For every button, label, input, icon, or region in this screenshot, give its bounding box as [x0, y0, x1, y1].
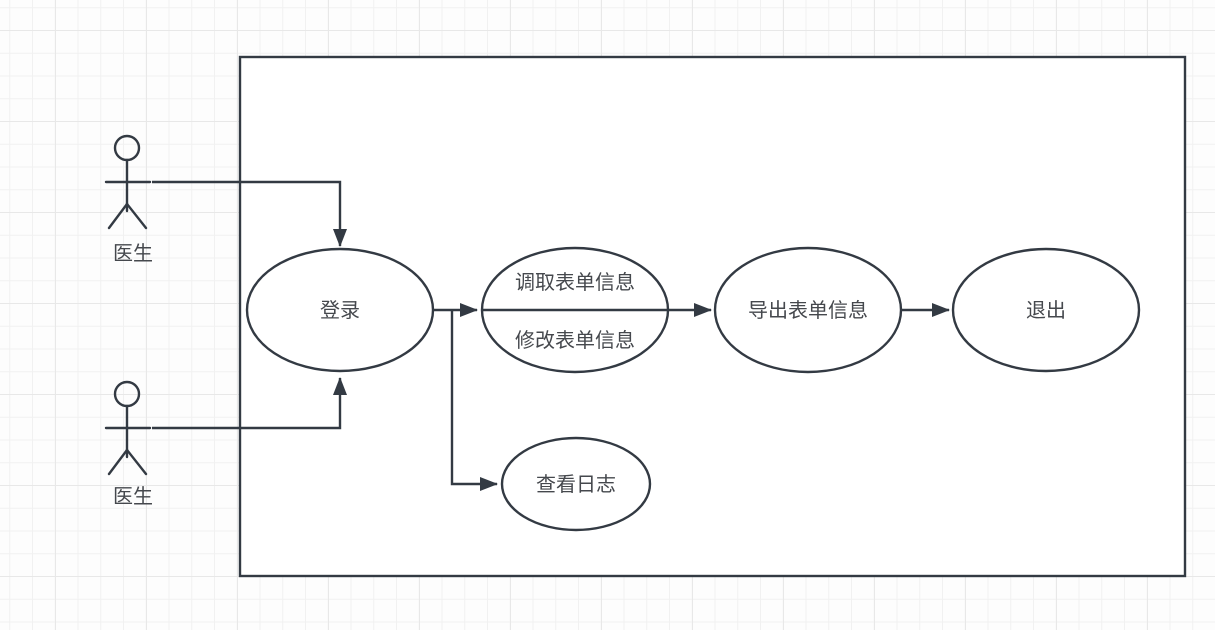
- actor-doctor-top[interactable]: 医生: [104, 134, 153, 265]
- use-case-ellipse: [245, 247, 435, 373]
- actor-leg-left-icon: [107, 448, 129, 476]
- connector-actor-top-to-login[interactable]: [152, 180, 347, 247]
- use-case-label-bottom: 修改表单信息: [515, 329, 635, 352]
- use-case-label: 登录: [320, 299, 360, 322]
- actor-label: 医生: [113, 485, 153, 508]
- use-case-label: 查看日志: [536, 473, 616, 496]
- connector-login-to-view-log[interactable]: [450, 310, 498, 491]
- actor-doctor-bottom[interactable]: 医生: [104, 380, 153, 508]
- connector-actor-bottom-to-login[interactable]: [152, 377, 347, 430]
- use-case-label-top: 调取表单信息: [515, 271, 635, 294]
- use-case-form-info[interactable]: 调取表单信息 修改表单信息: [480, 246, 670, 374]
- use-case-ellipse: [951, 247, 1141, 373]
- actor-label: 医生: [113, 242, 153, 265]
- use-case-ellipse: [500, 436, 652, 532]
- use-case-label: 导出表单信息: [748, 299, 868, 322]
- actor-leg-right-icon: [125, 448, 148, 476]
- actor-head-icon: [113, 134, 141, 162]
- actor-head-icon: [113, 380, 141, 408]
- use-case-ellipse: [713, 246, 903, 374]
- actor-leg-right-icon: [125, 202, 148, 230]
- use-case-export-form[interactable]: 导出表单信息: [713, 246, 903, 374]
- use-case-label: 退出: [1026, 299, 1066, 322]
- use-case-login[interactable]: 登录: [245, 247, 435, 373]
- actor-leg-left-icon: [107, 202, 129, 230]
- use-case-view-log[interactable]: 查看日志: [500, 436, 652, 532]
- use-case-exit[interactable]: 退出: [951, 247, 1141, 373]
